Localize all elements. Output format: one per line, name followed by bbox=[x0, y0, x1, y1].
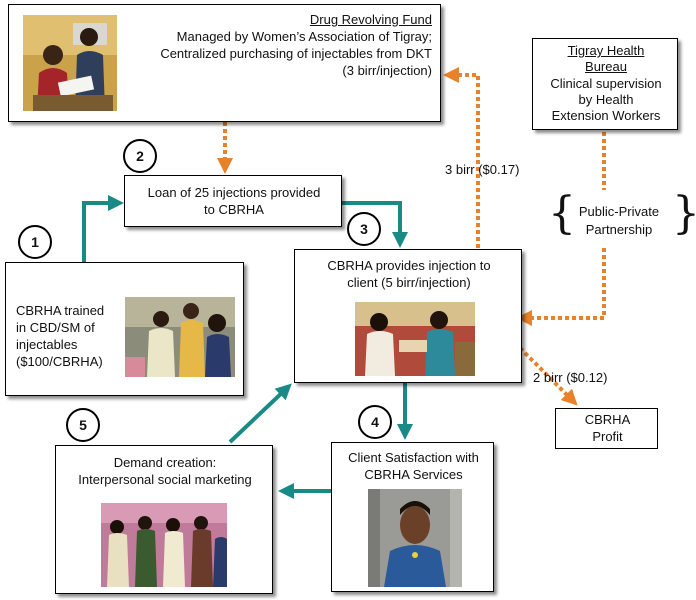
demand-box: Demand creation: Interpersonal social ma… bbox=[55, 445, 273, 594]
satisfaction-line2: CBRHA Services bbox=[364, 467, 463, 482]
drug-fund-line3: (3 birr/injection) bbox=[342, 63, 432, 78]
training-photo bbox=[125, 297, 235, 377]
tigray-title2: Bureau bbox=[585, 59, 627, 74]
provides-box: CBRHA provides injection to client (5 bi… bbox=[294, 249, 522, 383]
tigray-line3: Extension Workers bbox=[551, 108, 661, 123]
ppp-left-brace: { bbox=[548, 188, 576, 239]
client-photo bbox=[368, 489, 462, 587]
loan-line1: Loan of 25 injections provided bbox=[147, 185, 321, 200]
trained-line1: CBRHA trained bbox=[16, 303, 105, 318]
drug-fund-line2: Centralized purchasing of injectables fr… bbox=[160, 46, 432, 61]
profit-line1: CBRHA bbox=[584, 412, 631, 427]
arrow-demand-to-provides bbox=[228, 383, 292, 444]
ppp-label1: Public-Private bbox=[578, 204, 660, 219]
demand-line1: Demand creation: bbox=[113, 455, 217, 470]
trained-line4: ($100/CBRHA) bbox=[16, 354, 103, 369]
arrow-trained-to-loan bbox=[82, 195, 124, 262]
provides-line1: CBRHA provides injection to bbox=[327, 258, 491, 273]
tigray-line1: Clinical supervision bbox=[550, 76, 662, 91]
tigray-box: Tigray Health Bureau Clinical supervisio… bbox=[532, 38, 678, 130]
drug-fund-line1: Managed by Women’s Association of Tigray… bbox=[176, 29, 432, 44]
arrow-provides-to-profit bbox=[518, 346, 578, 406]
trained-box: CBRHA trained in CBD/SM of injectables (… bbox=[5, 262, 244, 396]
trained-line3: injectables bbox=[16, 337, 78, 352]
profit-line2: Profit bbox=[592, 429, 623, 444]
tigray-line2: by Health bbox=[578, 92, 634, 107]
injection-photo bbox=[355, 302, 475, 376]
arrow-loan-to-provides bbox=[342, 201, 408, 248]
step-4-badge: 4 bbox=[358, 405, 392, 439]
ppp-label2: Partnership bbox=[585, 222, 653, 237]
loan-line2: to CBRHA bbox=[204, 202, 264, 217]
demand-line2: Interpersonal social marketing bbox=[78, 472, 252, 487]
step-5-badge: 5 bbox=[66, 408, 100, 442]
two-birr-label: 2 birr ($0.12) bbox=[533, 370, 608, 385]
trained-line2: in CBD/SM of bbox=[16, 320, 95, 335]
ppp-right-brace: } bbox=[672, 192, 696, 236]
loan-box: Loan of 25 injections provided to CBRHA bbox=[124, 175, 342, 227]
tigray-title1: Tigray Health bbox=[567, 43, 645, 58]
three-birr-label: 3 birr ($0.17) bbox=[445, 162, 520, 177]
step-3-badge: 3 bbox=[347, 212, 381, 246]
satisfaction-box: Client Satisfaction with CBRHA Services bbox=[331, 442, 494, 592]
step-1-badge: 1 bbox=[18, 225, 52, 259]
women-meeting-photo bbox=[23, 15, 117, 111]
step-2-badge: 2 bbox=[123, 139, 157, 173]
arrow-provides-to-fund bbox=[443, 67, 480, 248]
arrow-ppp-to-provides bbox=[516, 248, 606, 326]
provides-line2: client (5 birr/injection) bbox=[347, 275, 471, 290]
profit-box: CBRHA Profit bbox=[555, 408, 658, 449]
satisfaction-line1: Client Satisfaction with bbox=[348, 450, 479, 465]
women-group-photo bbox=[101, 503, 227, 587]
drug-fund-title: Drug Revolving Fund bbox=[309, 12, 432, 27]
drug-fund-box: Drug Revolving Fund Managed by Women’s A… bbox=[8, 4, 441, 122]
